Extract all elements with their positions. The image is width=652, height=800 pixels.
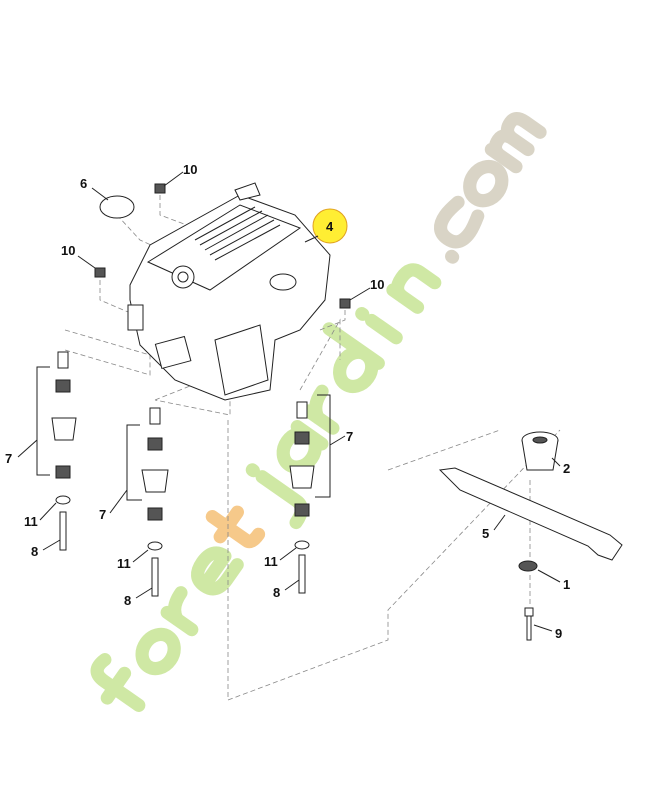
blade-washer[interactable] [518,560,538,572]
callout-damper-mid[interactable]: 7 [99,507,106,522]
callout-gasket[interactable]: 6 [80,176,87,191]
watermark-glyph [355,307,403,345]
watermark-glyph [135,627,181,676]
watermark-glyph [484,112,547,174]
fuel-cap [269,273,297,291]
watermark-glyph [160,586,199,637]
callout-nut-left[interactable]: 10 [61,243,75,258]
watermark-glyph [90,653,146,712]
watermark-glyph [322,322,385,394]
callout-bolt-mid[interactable]: 8 [124,593,131,608]
leader-lines [17,171,561,632]
callout-bolt-left[interactable]: 8 [31,544,38,559]
watermark-glyph [301,384,340,435]
callout-damper-right[interactable]: 7 [346,429,353,444]
callout-blade-adapter[interactable]: 2 [563,461,570,476]
watermark-glyph [276,420,329,474]
air-filter [154,335,192,370]
nut-right[interactable] [339,298,351,309]
blade-adapter[interactable] [521,431,559,471]
watermark-glyph [445,249,460,264]
watermark-glyph [463,159,509,208]
watermark-glyph [386,263,442,314]
callout-engine[interactable]: 4 [326,219,334,234]
callouts: 6 10 4 10 10 7 11 8 7 11 8 7 11 8 2 5 1 … [5,162,570,641]
nut-top[interactable] [154,183,166,194]
callout-washer-left[interactable]: 11 [24,514,38,529]
damper-stack-mid[interactable] [141,407,169,597]
blade[interactable] [438,467,623,561]
gasket[interactable] [99,195,135,219]
callout-washer-mid[interactable]: 11 [117,556,131,571]
cooling-grille [194,206,281,261]
damper-stack-left[interactable] [51,351,77,551]
damper-stack-right[interactable] [289,401,315,594]
blade-bolt[interactable] [524,607,534,641]
watermark-glyph [191,546,244,596]
callout-nut-top[interactable]: 10 [183,162,197,177]
callout-washer-right[interactable]: 11 [264,554,278,569]
callout-blade-bolt[interactable]: 9 [555,626,562,641]
engine[interactable] [127,182,331,401]
engine-highlight[interactable] [312,208,348,244]
callout-damper-left[interactable]: 7 [5,451,12,466]
watermark-glyph [433,195,485,249]
callout-blade-washer[interactable]: 1 [563,577,570,592]
callout-bolt-right[interactable]: 8 [273,585,280,600]
callout-blade[interactable]: 5 [482,526,489,541]
watermark-glyph [205,505,266,549]
callout-nut-right[interactable]: 10 [370,277,384,292]
nut-left[interactable] [94,267,106,278]
watermark [90,112,547,712]
